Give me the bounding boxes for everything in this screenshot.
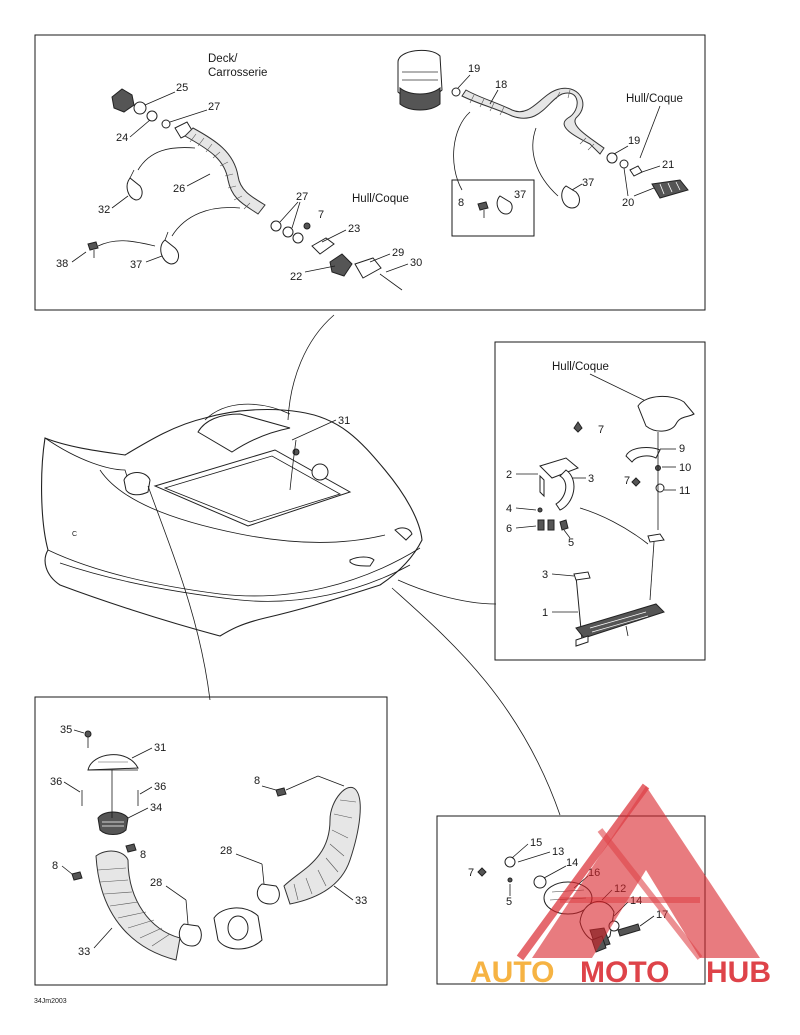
callout-3-arm: 3 (542, 569, 548, 581)
top-panel: Deck/ Carrosserie Hull/Coque Hull/Coque … (34, 34, 706, 311)
left-hose-assembly (87, 88, 403, 291)
callout-18: 18 (495, 79, 507, 91)
callout-8-left: 8 (52, 860, 58, 872)
callout-35: 35 (60, 724, 72, 736)
callout-31-body: 31 (338, 415, 350, 427)
callout-1: 1 (542, 607, 548, 619)
callout-37-left: 37 (130, 259, 142, 271)
callout-25: 25 (176, 82, 188, 94)
svg-text:C: C (72, 531, 77, 538)
callout-29: 29 (392, 247, 404, 259)
callout-7-top: 7 (318, 209, 324, 221)
callout-20: 20 (622, 197, 634, 209)
deck-label-line1: Deck/ (208, 53, 238, 65)
callout-27: 27 (208, 101, 220, 113)
callout-2: 2 (506, 469, 512, 481)
callout-13: 13 (552, 846, 564, 858)
callout-26: 26 (173, 183, 185, 195)
callout-5-panel: 5 (568, 537, 574, 549)
bottom-left-panel: 35 31 36 36 34 8 8 8 28 28 33 33 (34, 696, 388, 986)
callout-9: 9 (679, 443, 685, 455)
callout-28-bottom: 28 (150, 877, 162, 889)
footer-code: 34Jm2003 (34, 998, 67, 1005)
right-pump-assembly (397, 49, 689, 237)
callout-11: 11 (679, 485, 690, 497)
callout-36-left: 36 (50, 776, 62, 788)
callout-30: 30 (410, 257, 422, 269)
right-panel: Hull/Coque 7 9 2 (494, 341, 706, 661)
callout-31-cover: 31 (154, 742, 166, 754)
callout-7-br: 7 (468, 867, 474, 879)
watermark-moto: MOTO (580, 956, 669, 989)
callout-37-right: 37 (582, 177, 594, 189)
callout-14-top: 14 (566, 857, 578, 869)
watermark-triangle-icon (516, 783, 760, 961)
callout-7-right: 7 (624, 475, 630, 487)
callout-6: 6 (506, 523, 512, 535)
callout-33-left: 33 (78, 946, 90, 958)
watermark-hub: HUB (706, 956, 771, 989)
callout-34: 34 (150, 802, 162, 814)
watermark-auto: AUTO (470, 956, 554, 989)
callout-36-right: 36 (154, 781, 166, 793)
callout-33-right: 33 (355, 895, 367, 907)
callout-28-top: 28 (220, 845, 232, 857)
callout-21: 21 (662, 159, 674, 171)
deck-label-line2: Carrosserie (208, 67, 267, 79)
hull-label-left: Hull/Coque (352, 193, 409, 205)
callout-8-mid: 8 (140, 849, 146, 861)
callout-15: 15 (530, 837, 542, 849)
callout-8-sub: 8 (458, 197, 464, 209)
callout-27b: 27 (296, 191, 308, 203)
top-panel-labels: Deck/ Carrosserie Hull/Coque Hull/Coque … (56, 53, 683, 283)
callout-37-sub: 37 (514, 189, 526, 201)
callout-22: 22 (290, 271, 302, 283)
callout-19-top: 19 (468, 63, 480, 75)
callout-4: 4 (506, 503, 512, 515)
callout-23: 23 (348, 223, 360, 235)
callout-24: 24 (116, 132, 128, 144)
callout-32: 32 (98, 204, 110, 216)
callout-8-right: 8 (254, 775, 260, 787)
callout-5-br: 5 (506, 896, 512, 908)
callout-19-right: 19 (628, 135, 640, 147)
hull-label-panel: Hull/Coque (552, 361, 609, 373)
callout-38: 38 (56, 258, 68, 270)
callout-7-panel: 7 (598, 424, 604, 436)
watermark-logo: AUTO MOTO HUB (470, 783, 771, 989)
watercraft-body: C 31 (41, 314, 561, 816)
hull-label-right: Hull/Coque (626, 93, 683, 105)
callout-10: 10 (679, 462, 691, 474)
callout-3-panel: 3 (588, 473, 594, 485)
